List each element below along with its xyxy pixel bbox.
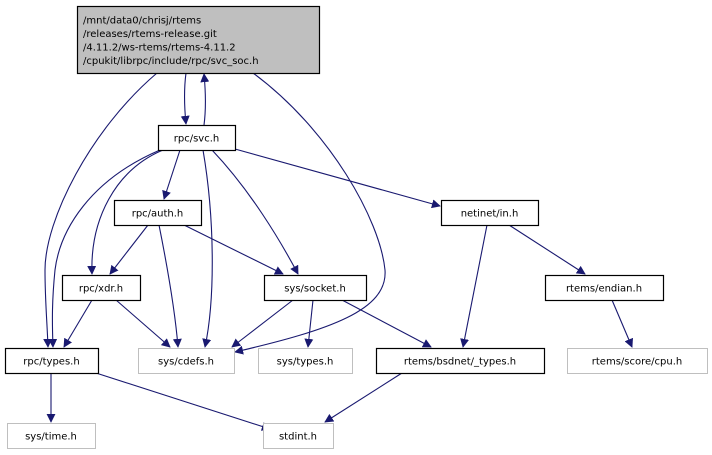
edge-svc-to-netinet_in xyxy=(234,148,441,209)
edge-endian-to-cpu xyxy=(611,299,633,348)
node-label: rpc/svc.h xyxy=(174,134,219,145)
node-time: sys/time.h xyxy=(7,423,96,449)
edge-socket-to-systypes xyxy=(304,299,314,348)
edge-auth-to-cdefs xyxy=(158,224,182,348)
node-bsdnet-types[interactable]: rtems/bsdnet/_types.h xyxy=(375,347,546,375)
edge-auth-to-socket xyxy=(183,224,284,275)
node-box xyxy=(7,423,96,449)
edge-svc-to-xdr xyxy=(87,149,164,275)
node-box xyxy=(61,274,142,302)
edge-xdr-to-cdefs xyxy=(115,299,171,348)
node-box xyxy=(76,5,321,75)
edge-svc-to-root xyxy=(200,73,210,126)
edge-types-to-stdint xyxy=(95,372,271,431)
node-box xyxy=(4,347,100,375)
node-box xyxy=(157,124,237,152)
edge-auth-to-xdr xyxy=(109,224,149,275)
node-label: /4.11.2/ws-rtems/rtems-4.11.2 xyxy=(83,42,236,53)
edge-svc-to-socket xyxy=(211,149,299,275)
edge-root-to-types xyxy=(43,72,158,348)
node-box xyxy=(138,348,235,374)
node-cdefs: sys/cdefs.h xyxy=(138,348,235,374)
edge-socket-to-bsdnet_types xyxy=(341,299,432,348)
node-box xyxy=(113,199,203,227)
node-stdint: stdint.h xyxy=(263,423,334,449)
node-box xyxy=(258,348,353,374)
node-label: stdint.h xyxy=(279,432,317,443)
node-svc[interactable]: rpc/svc.h xyxy=(157,124,237,152)
node-label: sys/socket.h xyxy=(284,284,346,295)
node-label: /cpukit/librpc/include/rpc/svc_soc.h xyxy=(83,56,259,67)
node-label: rpc/types.h xyxy=(23,357,79,368)
edge-xdr-to-types xyxy=(63,299,93,348)
node-types[interactable]: rpc/types.h xyxy=(4,347,100,375)
edge-svc-to-auth xyxy=(162,149,181,200)
edge-root-to-svc xyxy=(180,72,190,125)
node-box xyxy=(440,199,540,227)
node-label: sys/cdefs.h xyxy=(158,357,214,368)
node-cpu: rtems/score/cpu.h xyxy=(567,348,708,374)
node-box xyxy=(567,348,708,374)
edge-netinet_in-to-bsdnet_types xyxy=(460,224,488,348)
node-auth[interactable]: rpc/auth.h xyxy=(113,199,203,227)
node-netinet-in[interactable]: netinet/in.h xyxy=(440,199,540,227)
node-box xyxy=(544,274,665,302)
node-label: sys/types.h xyxy=(277,357,334,368)
node-box xyxy=(263,274,368,302)
node-box xyxy=(263,423,334,449)
edge-svc-to-types xyxy=(48,149,161,348)
node-label: /releases/rtems-release.git xyxy=(83,29,217,40)
node-label: rpc/xdr.h xyxy=(79,284,123,295)
edge-netinet_in-to-endian xyxy=(508,224,586,275)
node-systypes: sys/types.h xyxy=(258,348,353,374)
node-endian[interactable]: rtems/endian.h xyxy=(544,274,665,302)
node-label: netinet/in.h xyxy=(461,209,519,220)
node-label: rtems/score/cpu.h xyxy=(592,357,682,368)
node-root[interactable]: /mnt/data0/chrisj/rtems/releases/rtems-r… xyxy=(76,5,321,75)
edge-svc-to-cdefs xyxy=(202,149,213,348)
node-label: sys/time.h xyxy=(25,432,77,443)
node-label: rtems/bsdnet/_types.h xyxy=(404,357,516,368)
node-label: rtems/endian.h xyxy=(566,284,642,295)
node-label: /mnt/data0/chrisj/rtems xyxy=(83,15,201,26)
edge-bsdnet_types-to-stdint xyxy=(324,372,403,423)
node-xdr[interactable]: rpc/xdr.h xyxy=(61,274,142,302)
edge-socket-to-cdefs xyxy=(231,299,294,348)
node-socket[interactable]: sys/socket.h xyxy=(263,274,368,302)
node-box xyxy=(375,347,546,375)
node-label: rpc/auth.h xyxy=(132,209,184,220)
edge-root-to-cdefs xyxy=(234,72,386,355)
